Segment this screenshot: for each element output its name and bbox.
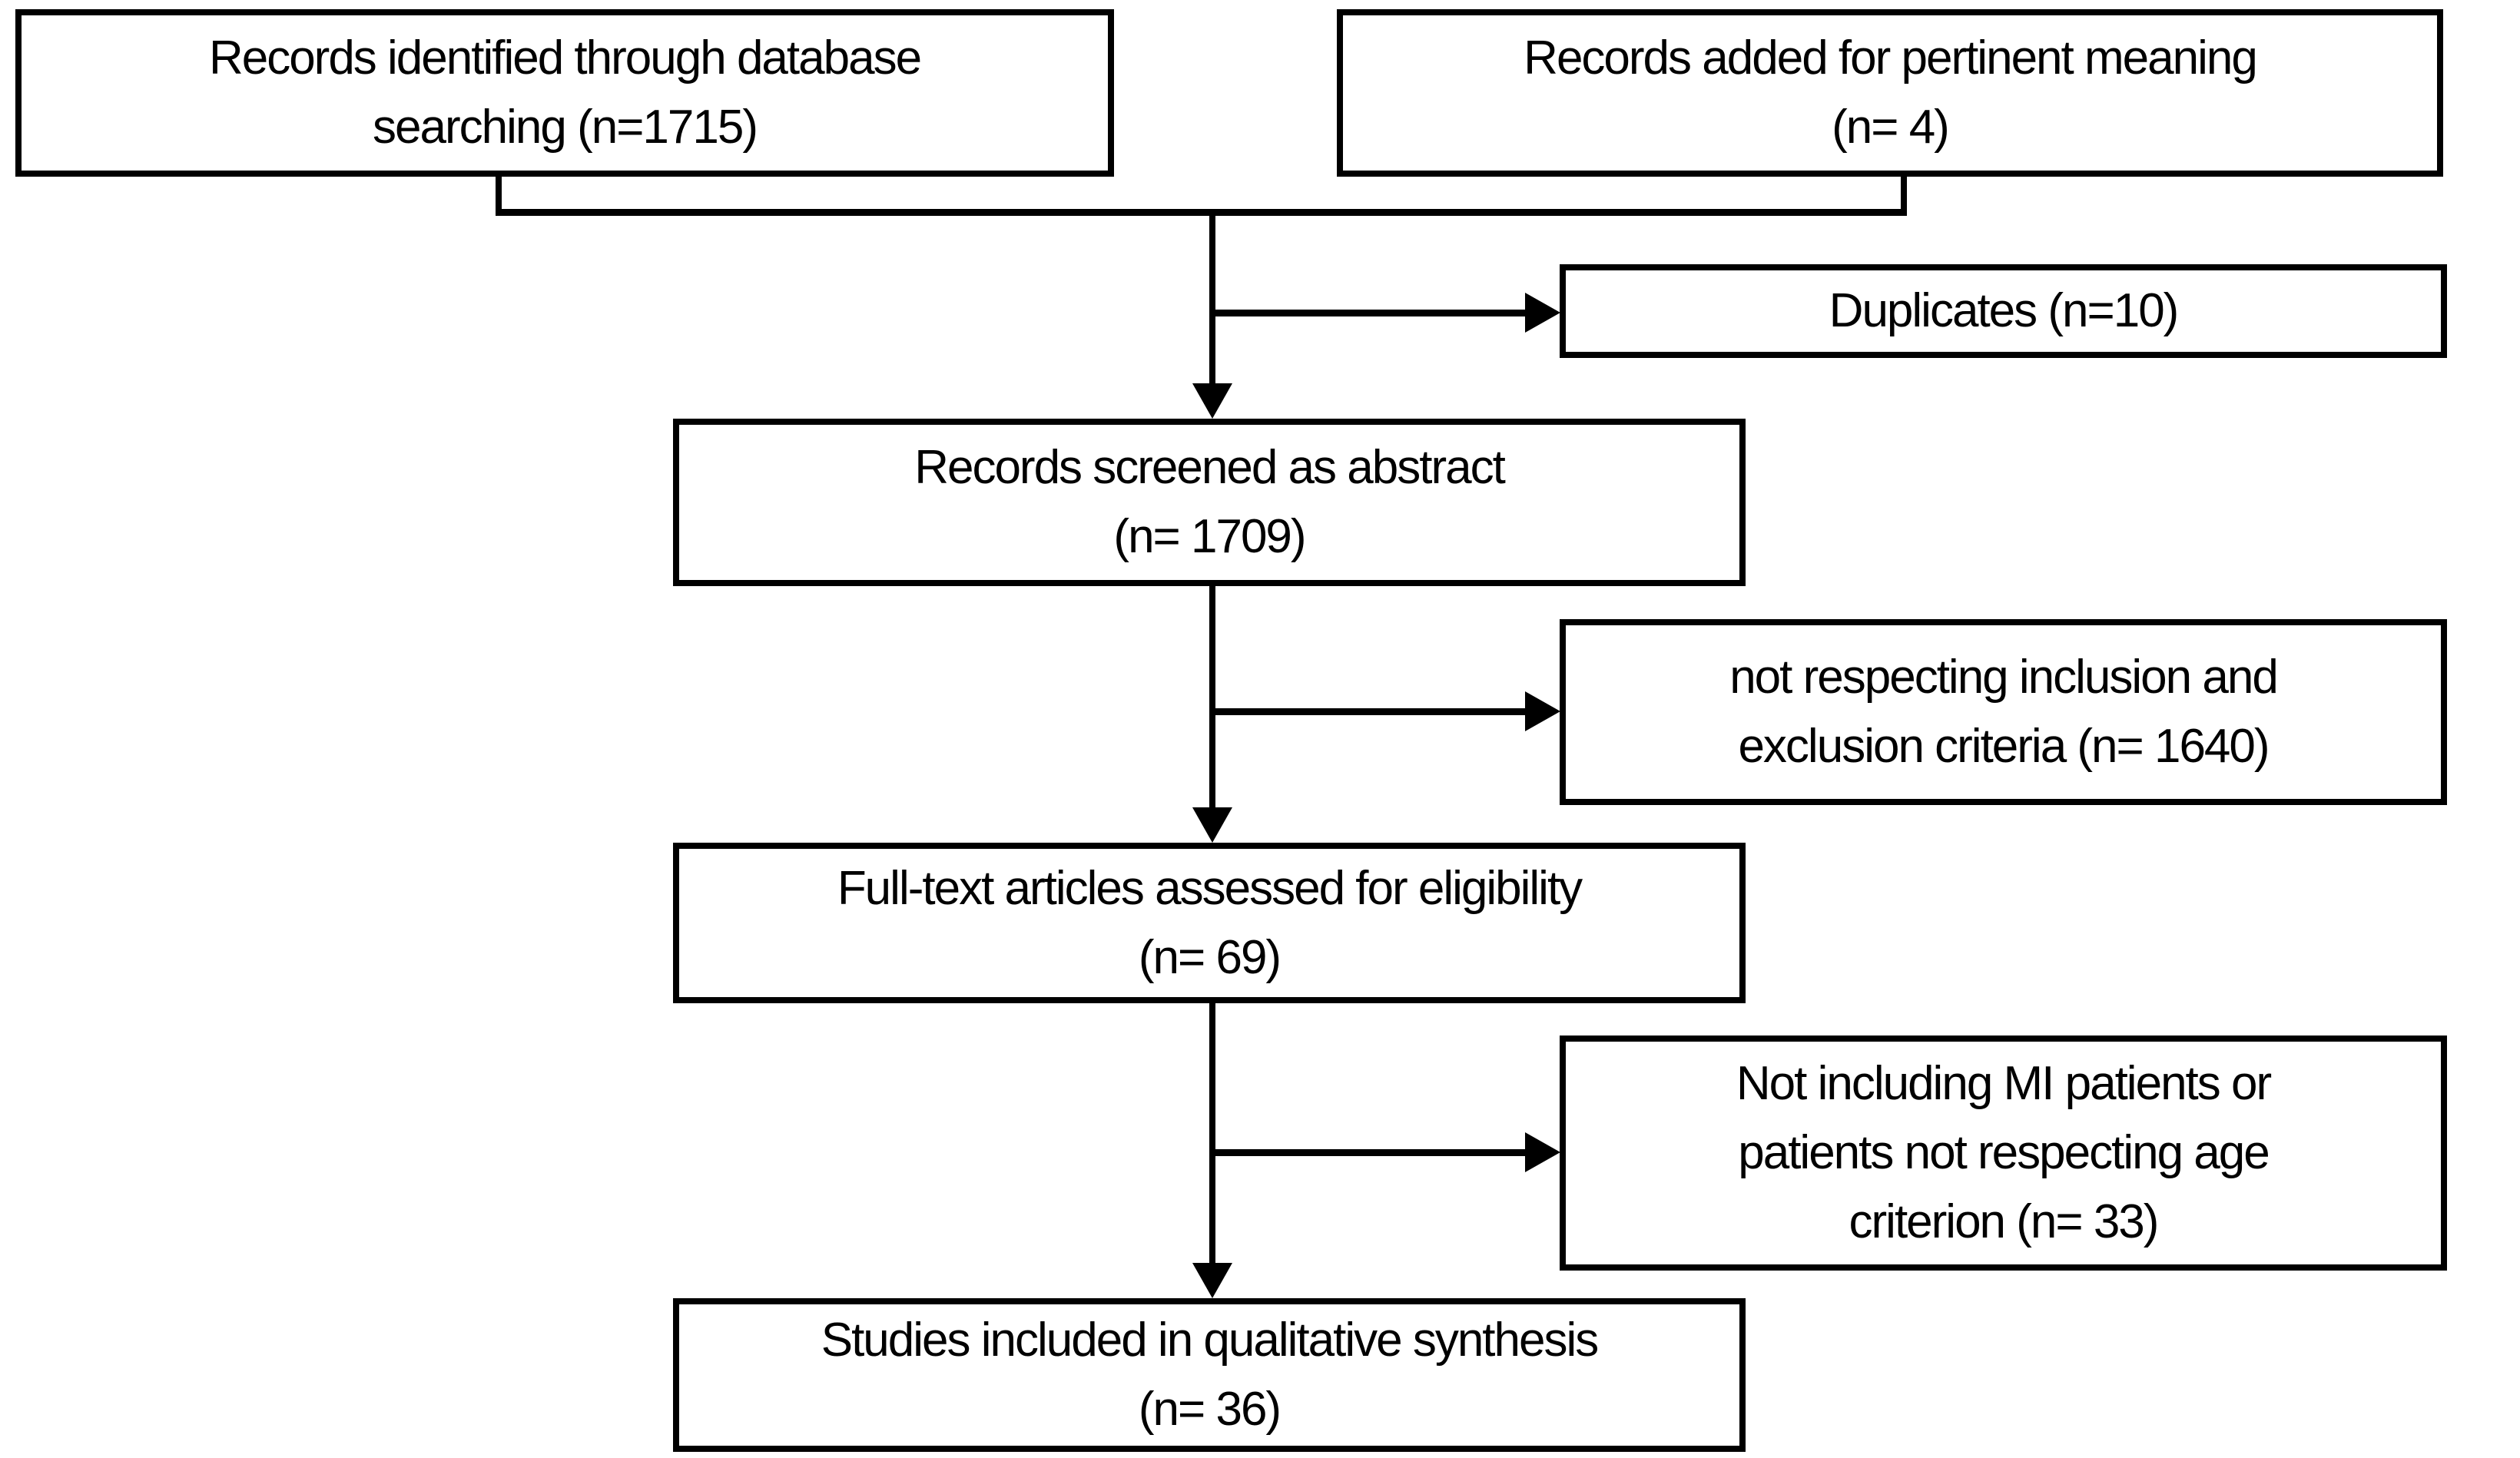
- flow-box-records-screened-line1: Records screened as abstract: [914, 441, 1506, 495]
- flow-box-not-including-mi-line1: Not including MI patients or: [1736, 1057, 2272, 1111]
- arrow-right-icon: [1525, 1132, 1560, 1172]
- flow-box-studies-included-line2: (n= 36): [1138, 1383, 1282, 1436]
- flow-box-records-screened-line2: (n= 1709): [1113, 510, 1306, 563]
- connector-branch-exclusion: [1212, 708, 1527, 715]
- arrow-down-icon: [1192, 1263, 1232, 1298]
- flow-box-records-identified-line2: searching (n=1715): [373, 101, 758, 154]
- flow-box-records-added-line2: (n= 4): [1832, 101, 1950, 154]
- arrow-right-icon: [1525, 293, 1560, 333]
- connector-merge-horizontal: [496, 209, 1907, 216]
- flow-box-records-identified-line1: Records identified through database: [208, 31, 922, 85]
- connector-vertical-to-fulltext: [1209, 585, 1215, 810]
- flow-box-not-including-mi-line2: patients not respecting age: [1738, 1126, 2270, 1180]
- flow-box-not-respecting-criteria-line2: exclusion criteria (n= 1640): [1738, 720, 2270, 773]
- arrow-down-icon: [1192, 383, 1232, 419]
- arrow-down-icon: [1192, 807, 1232, 843]
- flow-box-records-screened: Records screened as abstract (n= 1709): [673, 419, 1746, 586]
- flow-box-records-identified: Records identified through database sear…: [15, 9, 1114, 177]
- flow-box-duplicates: Duplicates (n=10): [1560, 264, 2447, 358]
- flow-box-records-added-line1: Records added for pertinent meaning: [1524, 31, 2258, 85]
- flow-box-fulltext-assessed: Full-text articles assessed for eligibil…: [673, 843, 1746, 1003]
- connector-vertical-to-included: [1209, 1002, 1215, 1264]
- flow-box-studies-included: Studies included in qualitative synthesi…: [673, 1298, 1746, 1452]
- connector-right-descender: [1901, 177, 1907, 215]
- flow-box-duplicates-line1: Duplicates (n=10): [1829, 284, 2180, 338]
- arrow-right-icon: [1525, 691, 1560, 731]
- flow-box-not-respecting-criteria-line1: not respecting inclusion and: [1729, 651, 2279, 704]
- connector-vertical-to-screening: [1209, 209, 1215, 386]
- flow-box-not-respecting-criteria: not respecting inclusion and exclusion c…: [1560, 619, 2447, 805]
- flow-box-records-added: Records added for pertinent meaning (n= …: [1337, 9, 2443, 177]
- flow-box-studies-included-line1: Studies included in qualitative synthesi…: [821, 1314, 1600, 1367]
- flow-box-not-including-mi: Not including MI patients or patients no…: [1560, 1036, 2447, 1271]
- flow-box-not-including-mi-line3: criterion (n= 33): [1849, 1195, 2160, 1248]
- connector-left-descender: [496, 177, 502, 215]
- connector-branch-duplicates: [1212, 310, 1527, 316]
- connector-branch-mi-exclusion: [1212, 1149, 1527, 1156]
- flow-box-fulltext-assessed-line2: (n= 69): [1138, 930, 1282, 984]
- flow-box-fulltext-assessed-line1: Full-text articles assessed for eligibil…: [837, 861, 1583, 915]
